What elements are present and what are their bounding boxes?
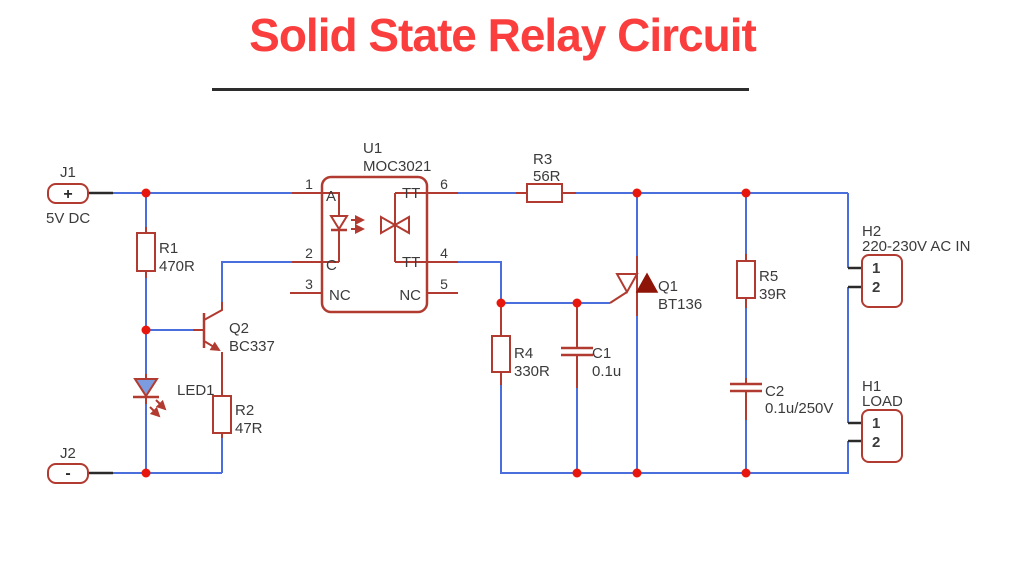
q1-ref: Q1 [658, 278, 678, 295]
connector-j1: + J1 5V DC [46, 164, 90, 227]
u1-tt-bottom-label: TT [402, 254, 420, 271]
connector-h2: 1 2 H2 220-230V AC IN [861, 223, 970, 308]
r3-value: 56R [533, 168, 561, 185]
r1-ref: R1 [159, 240, 178, 257]
r5-ref: R5 [759, 268, 778, 285]
r1-value: 470R [159, 258, 195, 275]
resistor-r1: R1 470R [136, 227, 195, 278]
h1-pin1: 1 [872, 415, 880, 432]
transistor-q2: Q2 BC337 [193, 302, 275, 396]
resistor-r4: R4 330R [491, 305, 550, 385]
c1-value: 0.1u [592, 363, 621, 380]
resistor-r3: R3 56R [516, 151, 576, 203]
led1: LED1 [133, 374, 215, 418]
u1-tt-top-label: TT [402, 185, 420, 202]
u1-nc-right-label: NC [399, 287, 421, 304]
h1-value: LOAD [862, 393, 903, 410]
c1-ref: C1 [592, 345, 611, 362]
u1-pin5-number: 5 [440, 276, 448, 292]
resistor-r2: R2 47R [212, 395, 263, 438]
q1-value: BT136 [658, 296, 702, 313]
title-underline [212, 88, 749, 91]
c2-value: 0.1u/250V [765, 400, 833, 417]
h1-pin2: 2 [872, 434, 880, 451]
c2-ref: C2 [765, 383, 784, 400]
h2-value: 220-230V AC IN [862, 238, 970, 255]
capacitor-c1: C1 0.1u [561, 304, 621, 388]
j1-value: 5V DC [46, 210, 90, 227]
u1-pin1-number: 1 [305, 176, 313, 192]
resistor-r5: R5 39R [736, 254, 787, 308]
r4-value: 330R [514, 363, 550, 380]
capacitor-c2: C2 0.1u/250V [730, 378, 833, 420]
q2-ref: Q2 [229, 320, 249, 337]
r3-ref: R3 [533, 151, 552, 168]
u1-ref: U1 [363, 140, 382, 157]
connector-h1: 1 2 H1 LOAD [861, 378, 903, 463]
triac-q1: Q1 BT136 [609, 256, 702, 316]
j2-ref: J2 [60, 445, 76, 462]
h2-pin2: 2 [872, 279, 880, 296]
connector-j2: - J2 [47, 445, 89, 484]
j2-polarity: - [65, 465, 70, 482]
u1-pin3-number: 3 [305, 276, 313, 292]
q2-value: BC337 [229, 338, 275, 355]
r2-value: 47R [235, 420, 263, 437]
j1-polarity: + [63, 186, 72, 203]
r4-ref: R4 [514, 345, 533, 362]
page-title: Solid State Relay Circuit [249, 9, 757, 61]
u1-pin6-number: 6 [440, 176, 448, 192]
r2-ref: R2 [235, 402, 254, 419]
u1-value: MOC3021 [363, 158, 431, 175]
u1-pin2-number: 2 [305, 245, 313, 261]
h2-ref: H2 [862, 223, 881, 240]
u1-anode-label: A [326, 188, 336, 205]
u1-cathode-label: C [326, 257, 337, 274]
led1-ref: LED1 [177, 382, 215, 399]
junction-dots [141, 188, 751, 478]
u1-pin4-number: 4 [440, 245, 448, 261]
j1-ref: J1 [60, 164, 76, 181]
r5-value: 39R [759, 286, 787, 303]
u1-nc-left-label: NC [329, 287, 351, 304]
h2-pin1: 1 [872, 260, 880, 277]
optocoupler-u1: 1 2 3 6 4 5 A C NC NC TT TT U1 MOC3021 [290, 140, 458, 314]
h1-ref: H1 [862, 378, 881, 395]
connector-pin-stubs [88, 191, 862, 475]
